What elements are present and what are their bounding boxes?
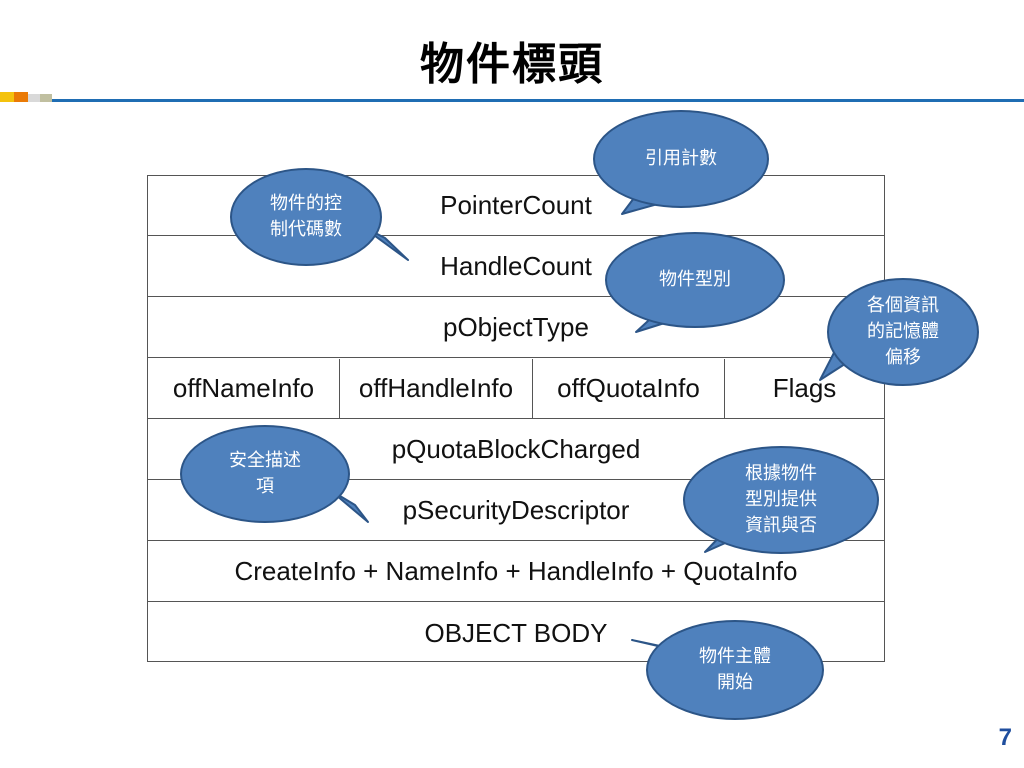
callout-reference-count: 引用計數 [593,110,769,208]
decor-square-tan [40,94,52,102]
decor-square-orange [14,92,28,102]
page-number: 7 [998,724,1012,751]
row-quota-block: pQuotaBlockCharged [148,420,884,480]
cell-flags: Flags [772,373,837,403]
row-pointer-count: PointerCount [148,176,884,236]
tail-security-descriptor [329,489,369,523]
callout-object-type: 物件型別 [605,232,785,328]
cell-off-handle-info: offHandleInfo [340,359,533,418]
callout-info-offsets: 各個資訊 的記憶體 偏移 [827,278,979,386]
row-create-info: CreateInfo + NameInfo + HandleInfo + Quo… [148,542,884,602]
callout-object-body: 物件主體 開始 [646,620,824,720]
callout-security-descriptor: 安全描述 項 [180,425,350,523]
row-handle-count: HandleCount [148,237,884,297]
row-security-descriptor: pSecurityDescriptor [148,481,884,541]
row-object-body: OBJECT BODY [424,617,608,648]
object-header-table: PointerCount HandleCount pObjectType off… [147,175,885,662]
row-object-type: pObjectType [148,298,884,358]
callout-handle-count: 物件的控 制代碼數 [230,168,382,266]
decor-square-yellow [0,92,14,102]
slide-title: 物件標頭 [420,39,604,90]
decor-square-gray [28,94,40,102]
callout-flags-info: 根據物件 型別提供 資訊與否 [683,446,879,554]
cell-off-quota-info: offQuotaInfo [533,359,725,418]
cell-off-name-info: offNameInfo [148,359,340,418]
title-divider [52,99,1024,102]
row-offsets: offNameInfo offHandleInfo offQuotaInfo F… [148,359,884,419]
